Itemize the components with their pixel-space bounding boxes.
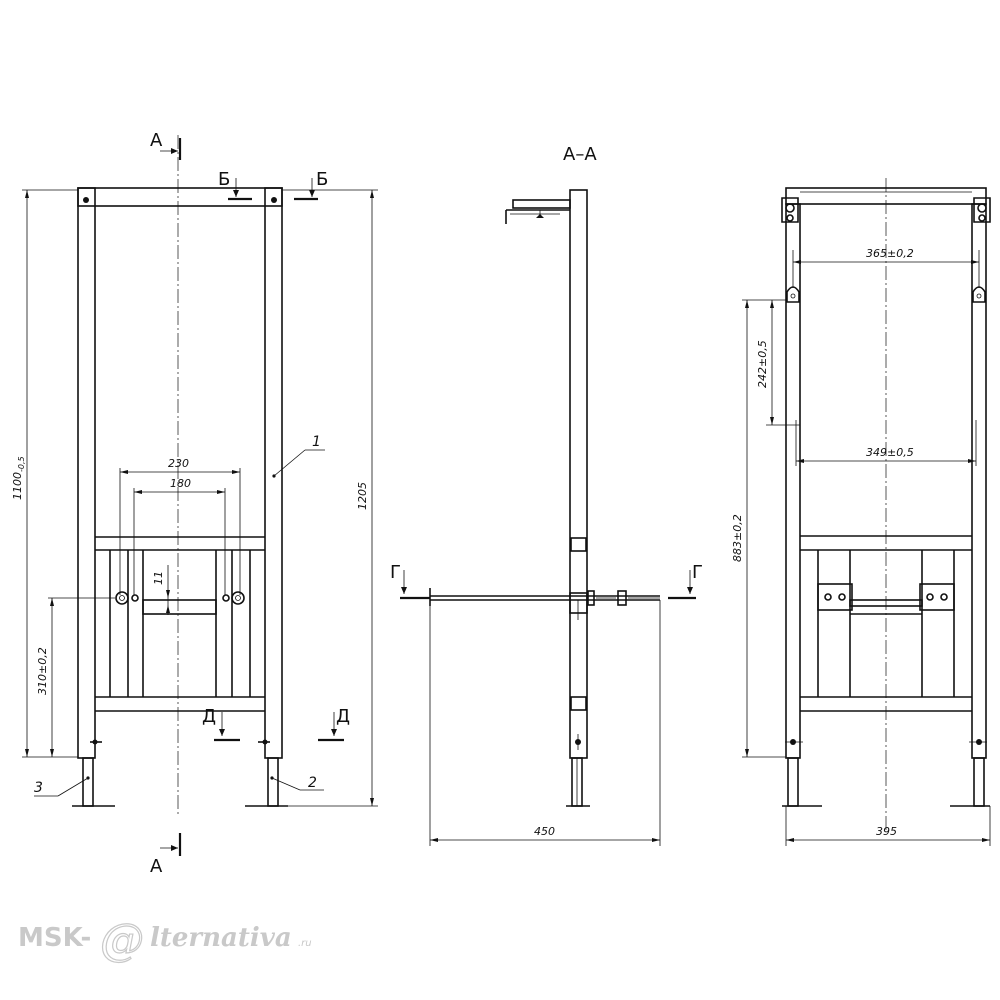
- section-mark-a-top: А: [150, 130, 163, 151]
- dim-width: 395: [876, 825, 897, 838]
- dim-height-total: 1205: [356, 482, 369, 510]
- dim-width-outer: 230: [168, 457, 189, 470]
- dim-offset-small: 11: [152, 571, 165, 585]
- section-title: А–А: [563, 144, 597, 165]
- callout-frame: 1: [312, 434, 321, 450]
- dim-depth: 450: [534, 825, 555, 838]
- section-mark-g-right: Г: [692, 562, 703, 583]
- dim-top-spacing: 365±0,2: [866, 247, 914, 260]
- section-mark-b-right: Б: [316, 169, 328, 190]
- section-mark-b-left: Б: [218, 169, 230, 190]
- dim-width-inner: 180: [170, 477, 191, 490]
- side-view: 365±0,2 349±0,5 242±0,5 883±0,2 395: [731, 178, 991, 846]
- watermark-suffix: .ru: [298, 938, 312, 949]
- watermark-logo: MSK- @ lternativa .ru: [18, 914, 312, 966]
- watermark-prefix: MSK-: [18, 923, 91, 953]
- section-mark-d-right: Д: [336, 706, 350, 727]
- section-view: А–А Г: [390, 144, 703, 846]
- dim-pipe-height: 310±0,2: [36, 647, 49, 695]
- section-mark-a-bottom: А: [150, 856, 163, 877]
- dim-middle-spacing: 349±0,5: [866, 446, 914, 459]
- watermark-word: lternativa: [150, 923, 292, 953]
- callout-foot-left: 3: [34, 780, 43, 796]
- section-mark-g-left: Г: [390, 562, 401, 583]
- dim-vertical-spacing: 242±0,5: [756, 340, 769, 388]
- section-mark-d-left: Д: [202, 706, 216, 727]
- callout-foot-right: 2: [308, 775, 317, 791]
- dim-mount-height: 883±0,2: [731, 514, 744, 562]
- dim-height-frame: 1100-0,5: [11, 456, 26, 500]
- watermark-symbol: @: [100, 915, 144, 966]
- front-view: А А Б Б Д Д 230: [11, 130, 378, 877]
